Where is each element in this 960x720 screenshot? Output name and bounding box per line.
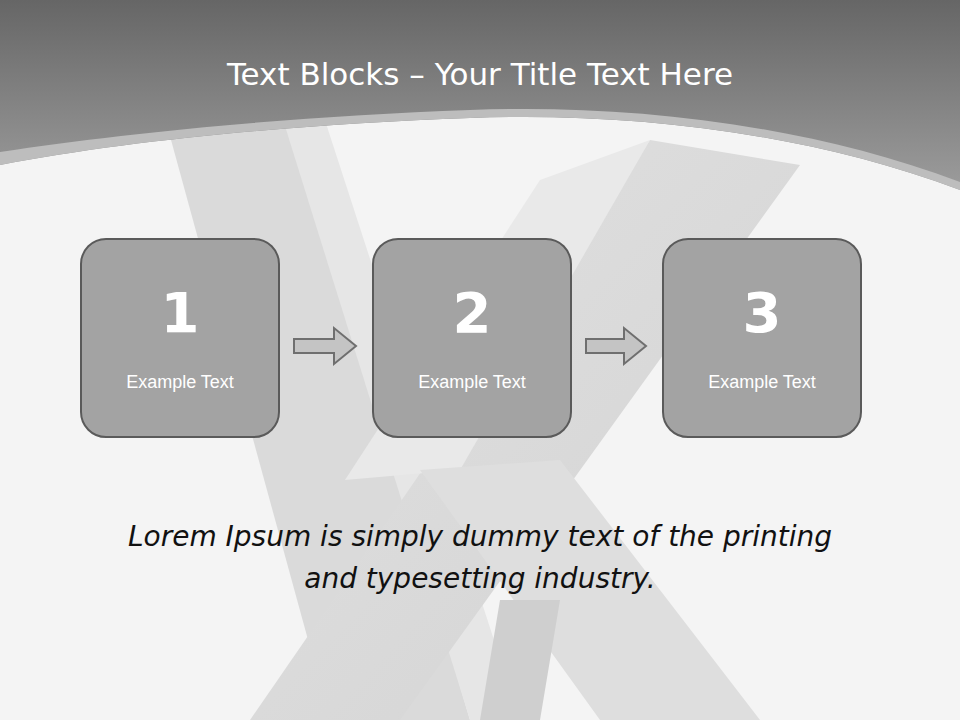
step-number: 3 [743, 281, 782, 345]
arrow-shape [586, 328, 646, 364]
arrow-shape [294, 328, 356, 364]
slide-title: Text Blocks – Your Title Text Here [40, 52, 920, 96]
x-stroke [345, 140, 650, 480]
header-edge [0, 109, 960, 190]
step-number: 2 [453, 281, 492, 345]
step-box: 2Example Text [372, 238, 572, 438]
flow-arrow [586, 328, 646, 364]
flow-arrow [294, 328, 356, 364]
step-label: Example Text [708, 369, 816, 395]
step-box: 3Example Text [662, 238, 862, 438]
x-stroke [480, 600, 560, 720]
step-box: 1Example Text [80, 238, 280, 438]
step-number: 1 [161, 281, 200, 345]
step-label: Example Text [418, 369, 526, 395]
header-band [0, 0, 960, 190]
step-label: Example Text [126, 369, 234, 395]
caption-text: Lorem Ipsum is simply dummy text of the … [110, 516, 850, 600]
